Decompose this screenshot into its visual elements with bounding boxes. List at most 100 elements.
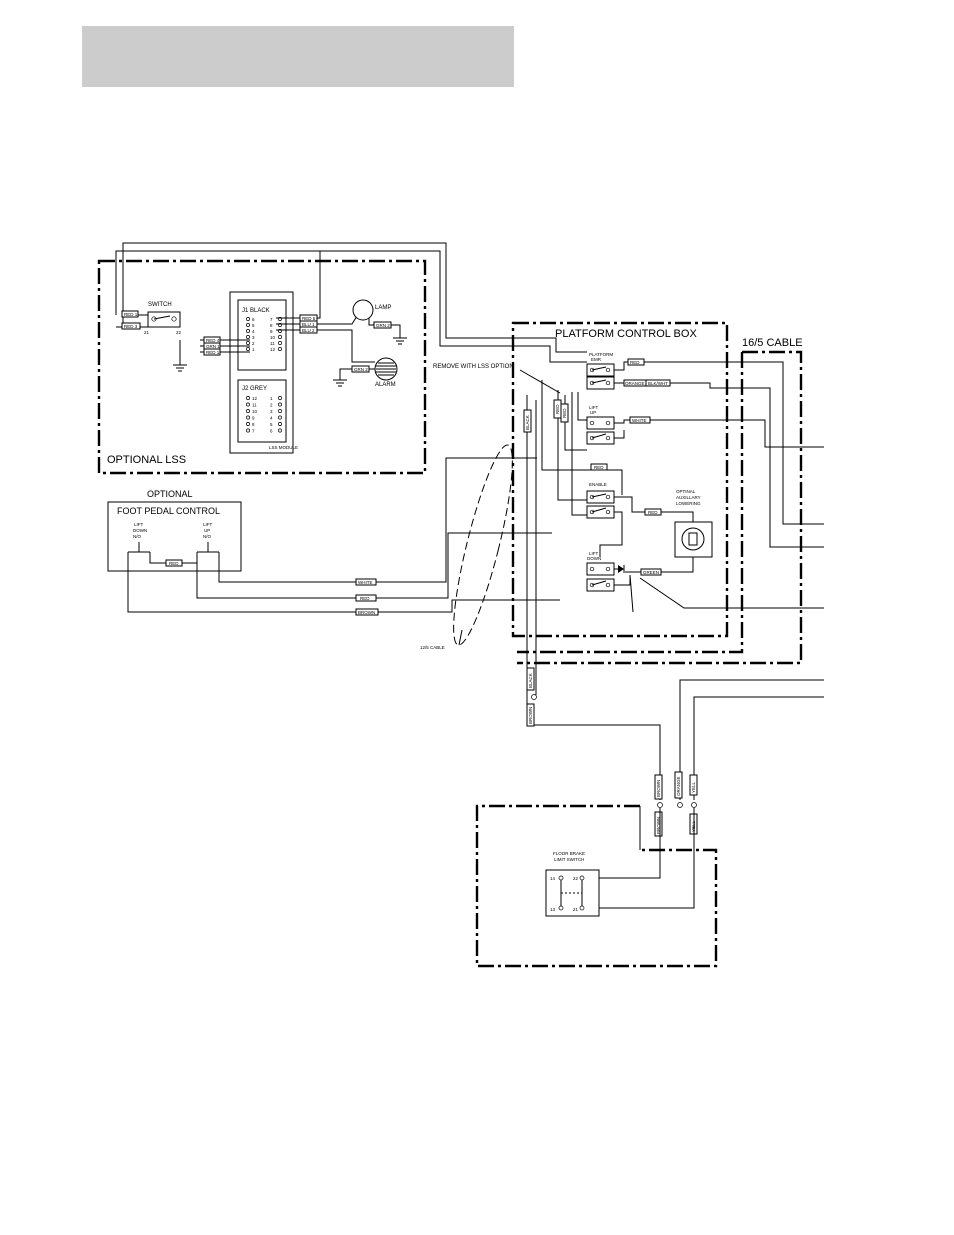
terminal: [558, 875, 564, 881]
wire: [577, 392, 587, 421]
platform-box-title: PLATFORM CONTROL BOX: [555, 328, 697, 340]
aux-label: OPTINAL: [676, 489, 696, 494]
floor-brake-title: LIMIT SWITCH: [554, 857, 584, 862]
wire-tag: [523, 409, 532, 433]
optional-lss-boundary: [97, 259, 427, 475]
pin-number: 10: [270, 335, 276, 340]
wire-tag: [121, 322, 141, 330]
terminal-label: 14: [550, 876, 556, 881]
pin-socket: [246, 415, 250, 420]
lift-up-label: N/O: [203, 534, 212, 539]
pin-number: 7: [270, 317, 273, 322]
pin-socket: [278, 396, 282, 400]
floor-brake-boundary: [475, 804, 718, 968]
wire: [614, 419, 824, 448]
wire-tag-text: YELL: [691, 781, 696, 793]
cable-16-5-boundary: [517, 350, 803, 665]
terminal: [171, 316, 177, 322]
lift-down-label: N/O: [133, 534, 142, 539]
wire-tag-text: BROWN: [656, 780, 661, 797]
terminal: [605, 435, 611, 441]
wire-tag-text: WHITE: [358, 580, 373, 585]
connector-node: [677, 802, 683, 808]
terminal-label: 21: [573, 907, 579, 912]
pin-number: 6: [270, 429, 273, 434]
platform-control-box-boundary: [511, 321, 729, 638]
lift-down-label: DOWN: [587, 556, 601, 561]
pin-socket: [246, 409, 250, 413]
wire-tag: [373, 321, 392, 329]
terminal: [579, 905, 585, 911]
wire-tag-text: RED: [555, 404, 560, 414]
wire: [571, 392, 587, 516]
optional-lss-group: OPTIONAL LSS SWITCH 21 22 RED 1 RED 3 LS…: [97, 242, 587, 475]
wire: [639, 577, 824, 609]
wire-tag-text: BROWN: [528, 707, 533, 724]
wire-tag-text: BLACK: [528, 673, 533, 688]
terminal: [605, 367, 611, 373]
lamp-label: LAMP: [375, 305, 391, 311]
switch-contact: [591, 379, 607, 384]
wire-tag: [355, 594, 377, 602]
cable-16-5-title: 16/5 CABLE: [742, 337, 803, 349]
pin-socket: [246, 347, 250, 351]
wire-tag-text: RED: [360, 596, 370, 601]
switch-terminal: 21: [144, 330, 150, 335]
pin-socket: [278, 415, 282, 420]
wire-tag: [121, 310, 139, 318]
pin-number: 5: [252, 323, 255, 328]
pin-number: 11: [270, 341, 275, 346]
wire: [614, 361, 824, 525]
wire-tag-text: RED 1: [124, 312, 138, 317]
pin-number: 3: [270, 409, 273, 414]
wire-tag: [644, 508, 662, 516]
wire-tag-text: ORANGE: [676, 776, 681, 796]
lss-module-label: LSS MODULE: [269, 445, 298, 450]
floor-brake-title: FLOOR BRAKE: [553, 851, 585, 856]
switch-contact: [591, 493, 607, 498]
wire: [693, 696, 824, 800]
wire-tag: [689, 774, 698, 796]
switch-label: SWITCH: [148, 302, 172, 308]
wire: [614, 574, 634, 613]
wire: [541, 380, 623, 495]
terminal-label: 22: [573, 876, 579, 881]
diode-icon: [618, 565, 624, 573]
wire-tag-text: RED: [562, 408, 567, 418]
wire-tag-text: GRN 2: [354, 367, 368, 372]
wire-tag: [560, 403, 569, 423]
terminal: [605, 509, 611, 515]
wire-tag-text: BROWN: [656, 817, 661, 834]
lift-up-label: LIFT: [203, 522, 213, 527]
pin-number: 12: [252, 396, 258, 401]
j1-label: J1 BLACK: [242, 308, 270, 314]
pin-socket: [278, 402, 282, 407]
switch-contact: [591, 366, 607, 371]
alarm-label: ALARM: [375, 382, 396, 388]
wire-tag: [629, 416, 651, 424]
wire-tag-text: RED 5: [302, 316, 316, 321]
wire-tag: [526, 703, 535, 727]
lift-down-label: DOWN: [133, 528, 147, 533]
pin-number: 12: [270, 347, 276, 352]
enable-label: ENABLE: [589, 482, 607, 487]
foot-pedal-optional-label: OPTIONAL: [147, 489, 193, 499]
wire: [196, 532, 552, 599]
pin-number: 4: [252, 329, 255, 334]
terminal: [605, 494, 611, 500]
wire: [614, 430, 625, 439]
wire-tag: [645, 379, 671, 387]
pin-number: 11: [252, 403, 257, 408]
foot-pedal-title: FOOT PEDAL CONTROL: [117, 506, 220, 516]
terminal: [579, 875, 585, 881]
pin-number: 2: [252, 341, 255, 346]
wire: [127, 552, 560, 613]
wire-tag-text: GRN 1: [206, 344, 220, 349]
lift-up-label: UP: [204, 528, 210, 533]
connector-node: [657, 802, 663, 808]
pin-number: 10: [252, 409, 258, 414]
wire-tag: [355, 578, 377, 586]
wire-tag-text: ORANGE: [625, 381, 645, 386]
pin-number: 9: [270, 329, 273, 334]
aux-label: AUXILLARY: [676, 495, 701, 500]
